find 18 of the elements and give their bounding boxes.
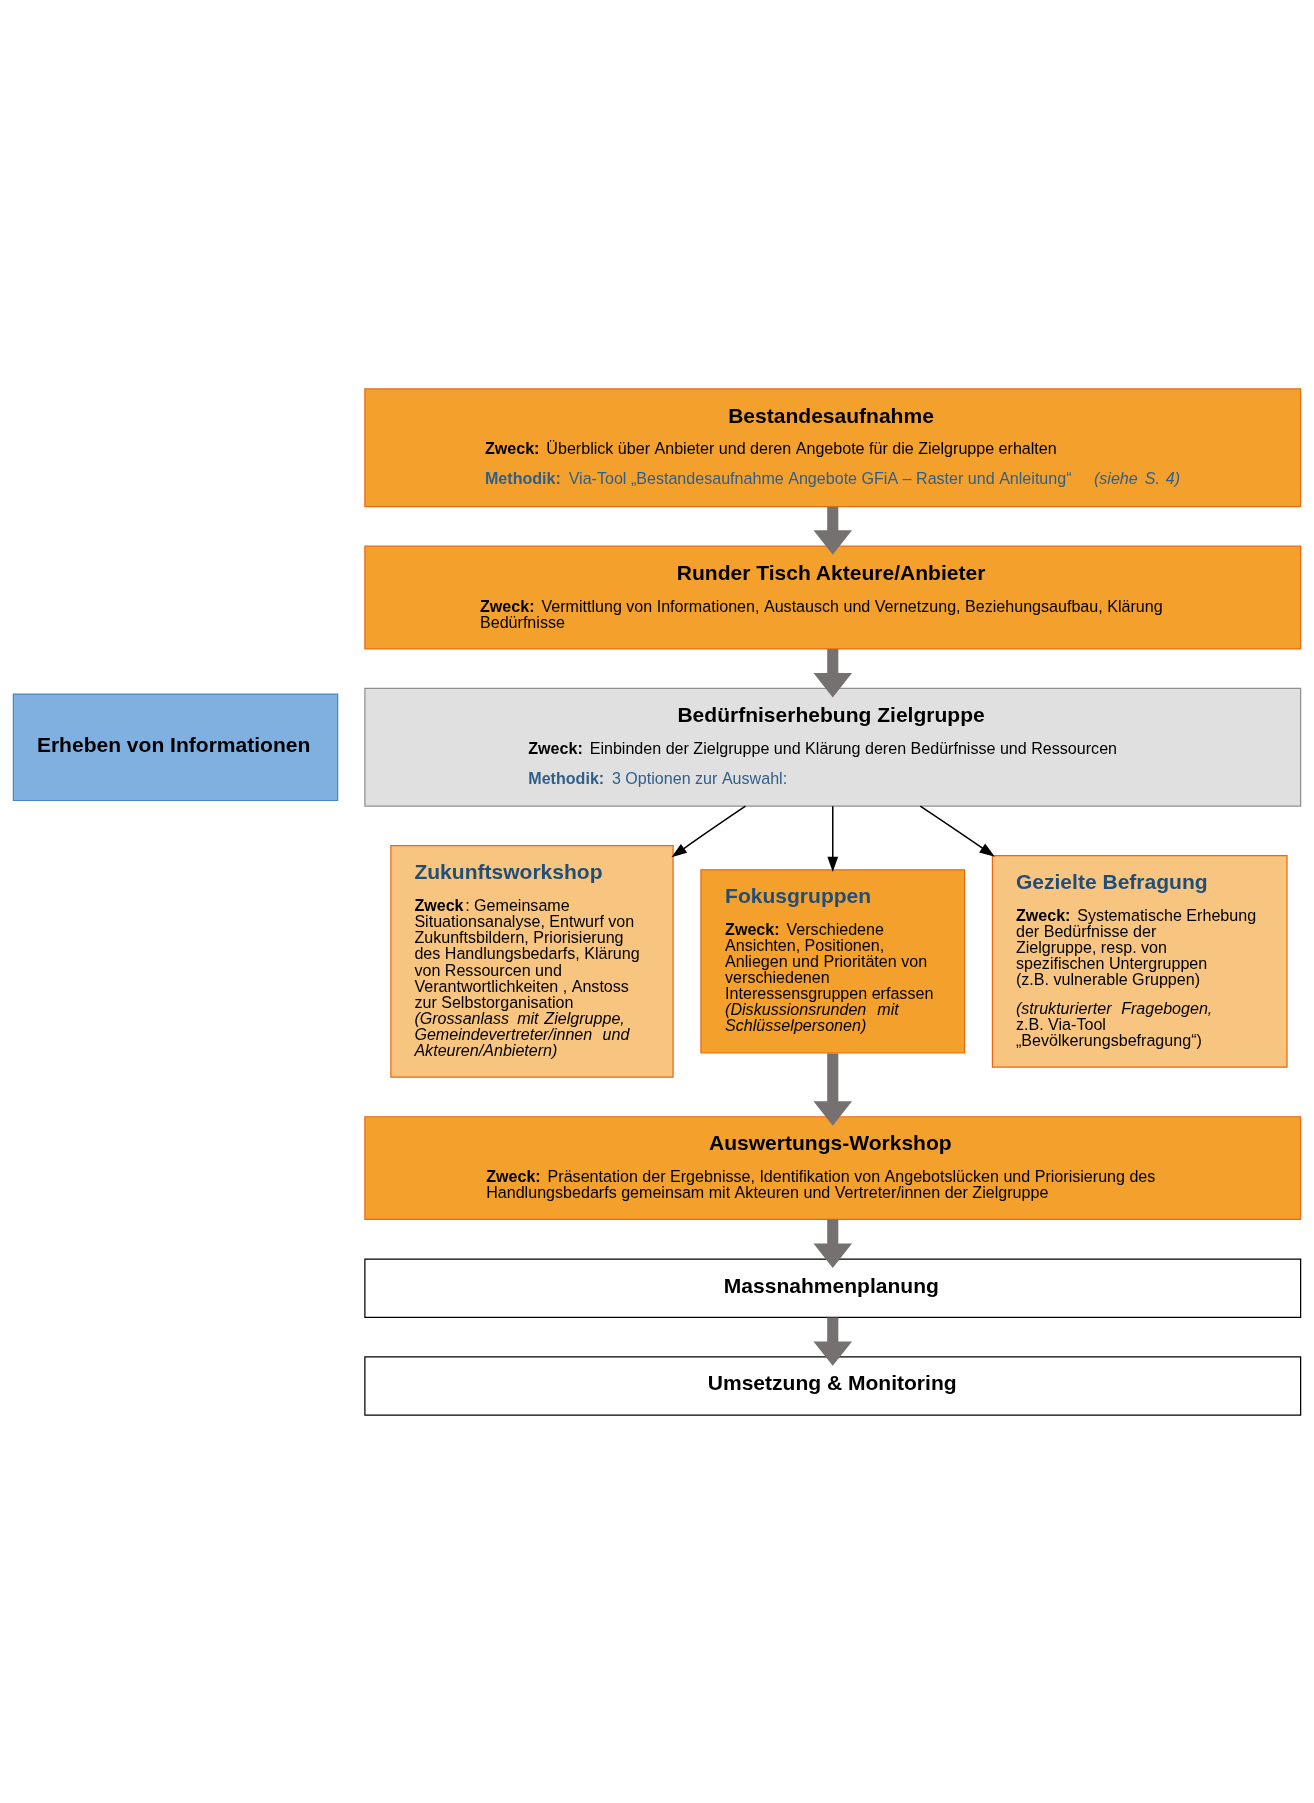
node-box: Erheben von Informationen (12, 692, 339, 801)
node-box: Zukunftsworkshop Zweck: Gemeinsame Situationsanalyse, Entwurf von Zukunftsbildern, Priorisierung des Handlungsbedarfs, Klärung von Ressourcen und Verantwortlichkeiten , Anstoss zur Selbstorganisation (Grossanlass mit Zielgruppe, Gemeindevertreter/innen und Akteuren/Anbietern) (390, 844, 674, 1078)
arrow (813, 1317, 853, 1366)
node-box: Runder Tisch Akteure/Anbieter Zweck: Vermittlung von Informationen, Austausch und Vernetzung, Beziehungsaufbau, Klärung Bedürfnisse (364, 545, 1302, 649)
node-box: Bestandesaufnahme Zweck: Überblick über Anbieter und deren Angebote für die Zielgruppe erhalten Methodik: Via-Tool „Bestandesaufnahme Angebote GFiA – Raster und Anleitung“ (siehe S. 4) (364, 387, 1302, 507)
node-box: Auswertungs-Workshop Zweck: Präsentation der Ergebnisse, Identifikation von Angebotslücken und Priorisierung des Handlungsbedarfs gemeinsam mit Akteuren und Vertreter/innen der Zielgruppe (364, 1115, 1302, 1220)
arrow (813, 648, 853, 697)
arrow (813, 1052, 853, 1126)
arrow (813, 506, 853, 555)
node-box: Umsetzung & Monitoring (364, 1355, 1302, 1416)
arrow (827, 805, 839, 872)
arrow (919, 804, 995, 857)
node-box: Bedürfniserhebung Zielgruppe Zweck: Einbinden der Zielgruppe und Klärung deren Bedürfnisse und Ressourcen Methodik: 3 Optionen zur Auswahl: (364, 687, 1302, 807)
node-box: Massnahmenplanung (364, 1257, 1302, 1318)
node-box: Gezielte Befragung Zweck: Systematische Erhebung der Bedürfnisse der Zielgruppe, resp. von spezifischen Untergruppen (z.B. vulnerable Gruppen) (strukturierter Fragebogen, z.B. Via-Tool „Bevölkerungsbefragung“) (991, 854, 1288, 1068)
arrow (813, 1219, 853, 1268)
node-box: Fokusgruppen Zweck: Verschiedene Ansichten, Positionen, Anliegen und Prioritäten von verschiedenen Interessensgruppen erfassen (Diskussionsrunden mit Schlüsselpersonen) (700, 868, 966, 1054)
arrow (671, 805, 747, 857)
